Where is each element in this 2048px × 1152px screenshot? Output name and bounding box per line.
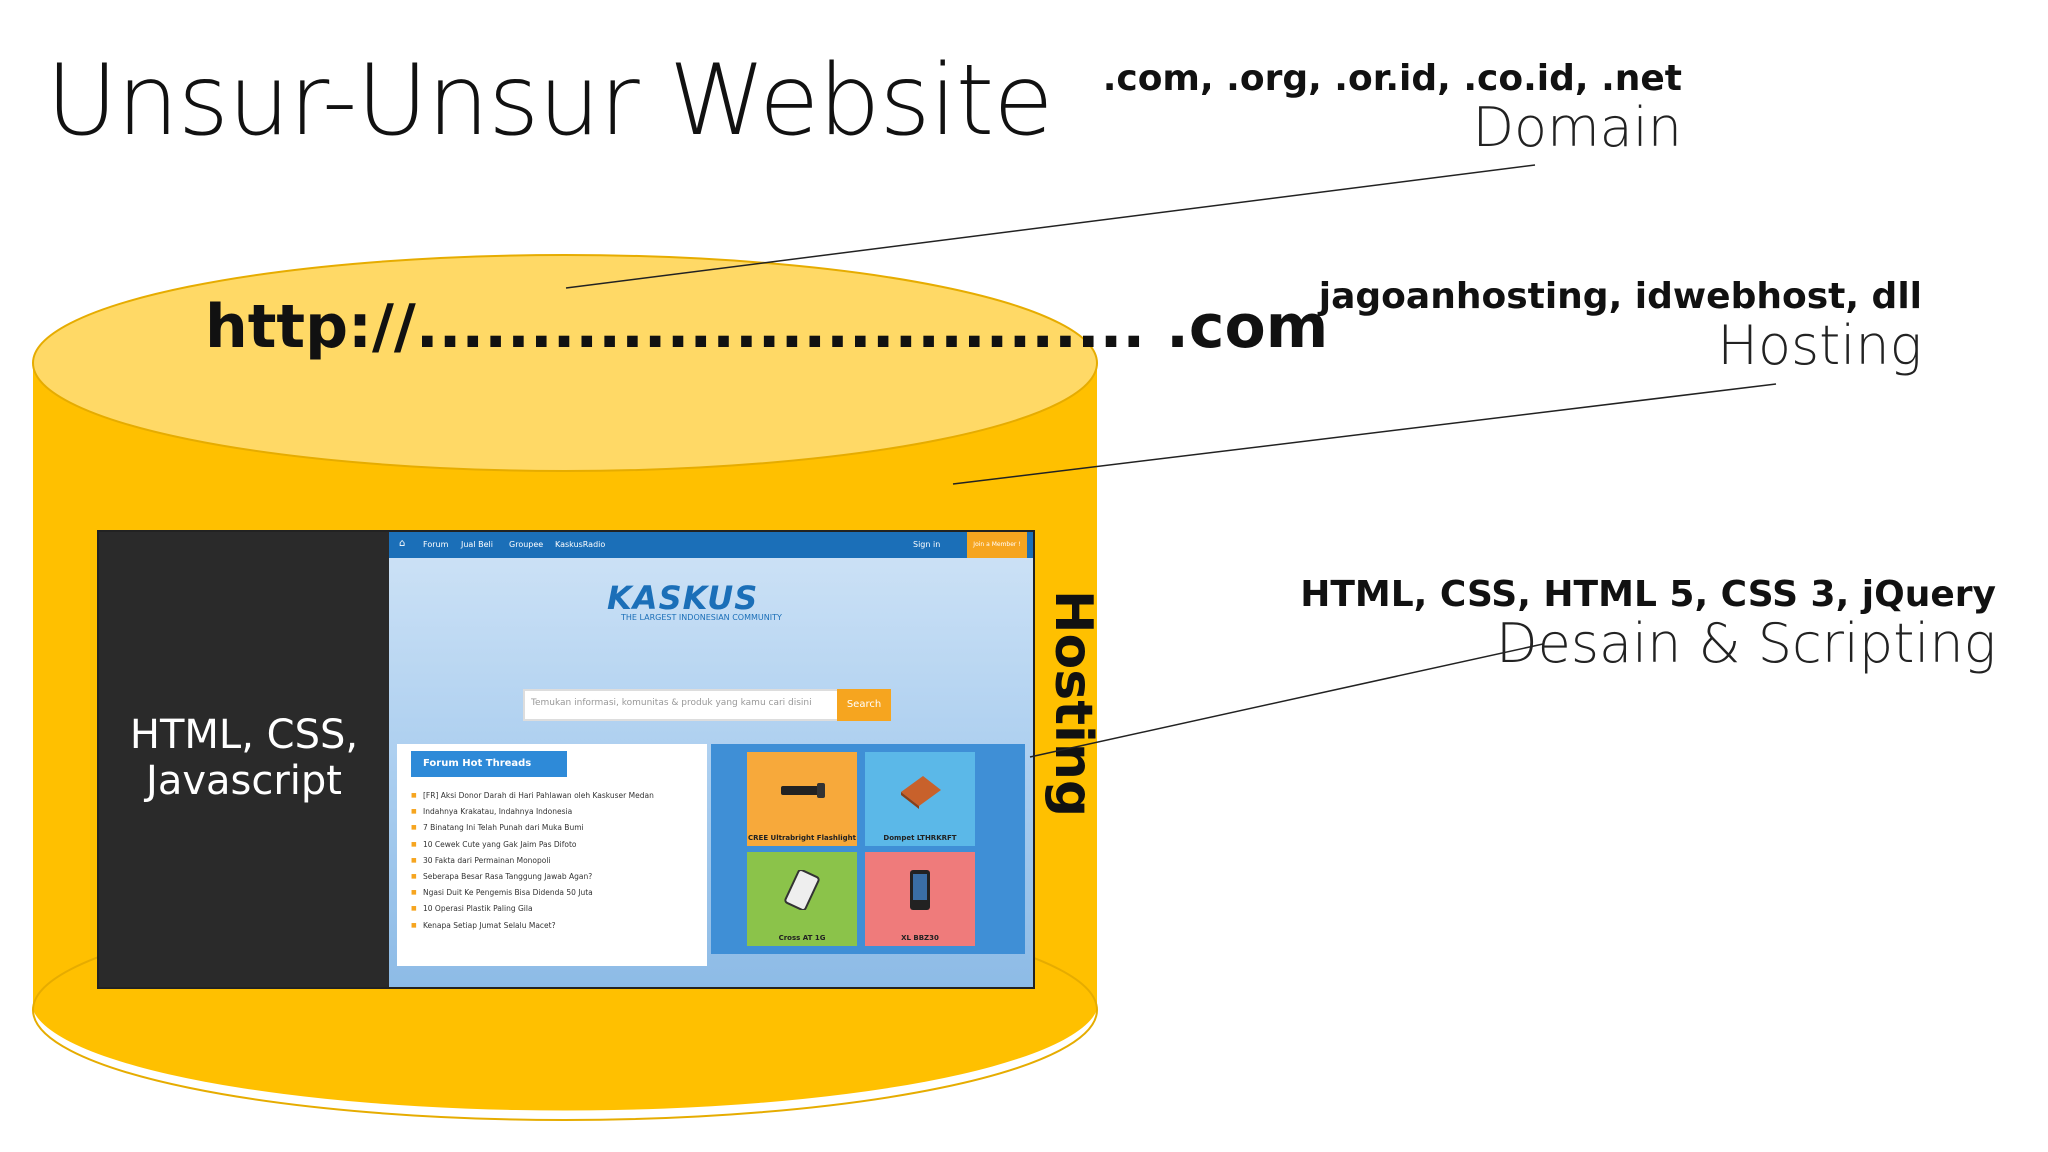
thread-item[interactable]: Ngasi Duit Ke Pengemis Bisa Didenda 50 J…: [411, 885, 701, 901]
thread-item[interactable]: 10 Operasi Plastik Paling Gila: [411, 901, 701, 917]
product-name: XL BBZ30: [901, 934, 939, 942]
kaskus-logo[interactable]: KASKUS: [607, 579, 759, 617]
kaskus-tagline: THE LARGEST INDONESIAN COMMUNITY: [621, 613, 782, 622]
code-panel: HTML, CSS, Javascript: [99, 532, 389, 987]
domain-examples: .com, .org, .or.id, .co.id, .net: [1102, 58, 1682, 99]
product-tile[interactable]: XL BBZ30: [865, 852, 975, 946]
search-placeholder: Temukan informasi, komunitas & produk ya…: [531, 698, 812, 708]
tablet-icon: [784, 870, 820, 910]
site-navbar: ⌂ Forum Jual Beli Groupee KaskusRadio Si…: [389, 532, 1033, 558]
thread-item[interactable]: Seberapa Besar Rasa Tanggung Jawab Agan?: [411, 869, 701, 885]
join-button[interactable]: Join a Member !: [967, 532, 1027, 558]
code-panel-line2: Javascript: [146, 758, 342, 804]
hosting-leader-line: [952, 383, 1777, 485]
phone-icon: [910, 870, 930, 910]
product-showcase: CREE Ultrabright Flashlight Dompet LTHRK…: [711, 744, 1025, 954]
kaskus-site: ⌂ Forum Jual Beli Groupee KaskusRadio Si…: [389, 532, 1033, 987]
hot-threads-list: [FR] Aksi Donor Darah di Hari Pahlawan o…: [411, 788, 701, 934]
product-tile[interactable]: Cross AT 1G: [747, 852, 857, 946]
home-icon[interactable]: ⌂: [399, 538, 406, 549]
search-input[interactable]: Temukan informasi, komunitas & produk ya…: [523, 689, 839, 721]
product-tile[interactable]: Dompet LTHRKRFT: [865, 752, 975, 846]
hot-threads-panel: Forum Hot Threads [FR] Aksi Donor Darah …: [397, 744, 707, 966]
nav-jual-beli[interactable]: Jual Beli: [461, 540, 493, 549]
thread-item[interactable]: Kenapa Setiap Jumat Selalu Macet?: [411, 918, 701, 934]
search-button[interactable]: Search: [837, 689, 891, 721]
thread-item[interactable]: Indahnya Krakatau, Indahnya Indonesia: [411, 804, 701, 820]
slide-title: Unsur-Unsur Website: [46, 44, 1054, 158]
product-name: Dompet LTHRKRFT: [883, 834, 957, 842]
nav-groupee[interactable]: Groupee: [509, 540, 544, 549]
product-name: Cross AT 1G: [778, 934, 826, 942]
code-panel-line1: HTML, CSS,: [129, 712, 359, 758]
wallet-icon: [901, 776, 941, 809]
hosting-label: Hosting: [1717, 314, 1922, 377]
website-screenshot: HTML, CSS, Javascript ⌂ Forum Jual Beli …: [97, 530, 1035, 989]
product-name: CREE Ultrabright Flashlight: [748, 834, 856, 842]
nav-forum[interactable]: Forum: [423, 540, 449, 549]
thread-item[interactable]: [FR] Aksi Donor Darah di Hari Pahlawan o…: [411, 788, 701, 804]
design-examples: HTML, CSS, HTML 5, CSS 3, jQuery: [1300, 574, 1996, 615]
thread-item[interactable]: 10 Cewek Cute yang Gak Jaim Pas Difoto: [411, 837, 701, 853]
code-panel-text: HTML, CSS, Javascript: [99, 712, 389, 804]
hot-threads-title: Forum Hot Threads: [411, 751, 567, 777]
domain-leader-line: [565, 164, 1536, 289]
url-text: http://................................ …: [205, 292, 1329, 362]
domain-label: Domain: [1472, 96, 1682, 159]
cylinder-top: [32, 254, 1098, 472]
flashlight-icon: [781, 783, 825, 798]
nav-kaskusradio[interactable]: KaskusRadio: [555, 540, 606, 549]
thread-item[interactable]: 7 Binatang Ini Telah Punah dari Muka Bum…: [411, 820, 701, 836]
design-leader-line: [1029, 643, 1544, 758]
thread-item[interactable]: 30 Fakta dari Permainan Monopoli: [411, 853, 701, 869]
design-label: Desain & Scripting: [1496, 612, 1996, 675]
product-tile[interactable]: CREE Ultrabright Flashlight: [747, 752, 857, 846]
sign-in-link[interactable]: Sign in: [913, 540, 941, 549]
hosting-examples: jagoanhosting, idwebhost, dll: [1318, 276, 1922, 317]
hosting-vertical-label: Hosting: [1043, 590, 1103, 818]
